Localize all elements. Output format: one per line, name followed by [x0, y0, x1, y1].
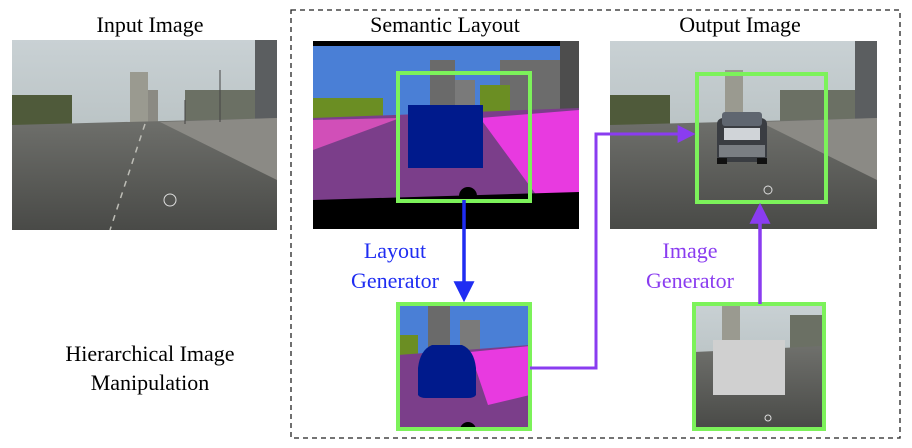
- layout-generator-label-line1: Layout: [363, 238, 427, 263]
- generated-layout-crop: [398, 304, 530, 429]
- image-generator-arrow-top: [530, 125, 696, 370]
- input-image: [12, 40, 277, 230]
- masked-image-crop: [694, 304, 824, 429]
- output-image-title: Output Image: [679, 12, 801, 37]
- output-highlight-box: [695, 72, 828, 204]
- generated-car: [717, 112, 767, 164]
- generated-car-layout: [418, 345, 476, 398]
- input-image-title: Input Image: [96, 12, 204, 37]
- semantic-car-box: [408, 105, 483, 168]
- dashed-frame: [290, 9, 901, 439]
- masked-region: [713, 340, 785, 395]
- image-generator-label-line1: Image: [662, 238, 718, 263]
- semantic-layout-title: Semantic Layout: [370, 12, 520, 37]
- image-generator-label-line2: Generator: [646, 268, 734, 293]
- task-title-line1: Hierarchical Image: [65, 341, 235, 366]
- task-title-line2: Manipulation: [90, 370, 210, 395]
- layout-generator-label-line2: Generator: [351, 268, 439, 293]
